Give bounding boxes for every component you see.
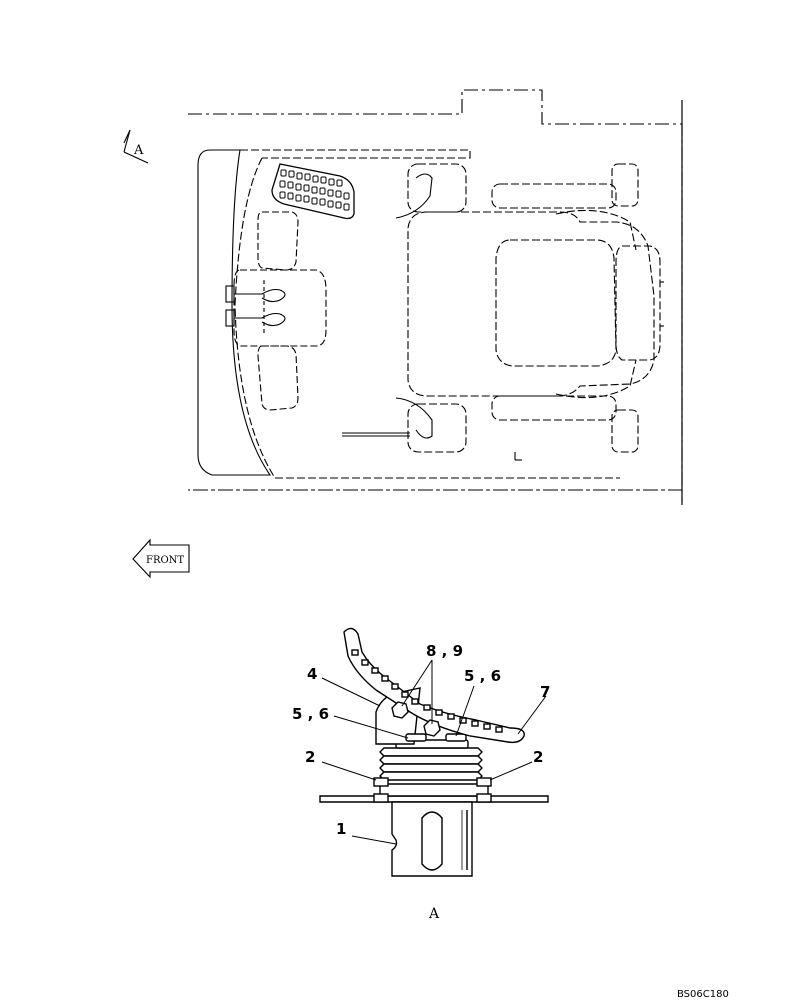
callout-2-right: 2 bbox=[533, 748, 543, 766]
floor-plate bbox=[319, 795, 549, 803]
cab-outline bbox=[188, 89, 683, 502]
view-a-letter: A bbox=[133, 143, 144, 158]
callout-2-left: 2 bbox=[305, 748, 315, 766]
view-a-marker bbox=[123, 129, 149, 164]
armrests bbox=[491, 163, 639, 453]
leader-lines bbox=[321, 659, 547, 845]
detail-view-a bbox=[319, 627, 549, 877]
travel-levers bbox=[233, 211, 327, 411]
floor-panel bbox=[197, 149, 272, 476]
mounting-bolts bbox=[373, 777, 492, 803]
hex-nuts bbox=[391, 701, 441, 737]
callout-5-6-right: 5 , 6 bbox=[464, 667, 501, 685]
rubber-boot bbox=[379, 739, 489, 797]
callout-5-6-left: 5 , 6 bbox=[292, 705, 329, 723]
control-levers bbox=[342, 163, 467, 453]
front-arrow-label: FRONT bbox=[146, 555, 184, 566]
pilot-valve-body bbox=[391, 801, 473, 877]
lever-grips bbox=[225, 280, 286, 336]
front-arrow bbox=[132, 538, 190, 579]
travel-pedal-top bbox=[271, 163, 355, 220]
callout-8-9: 8 , 9 bbox=[426, 642, 463, 660]
callout-1: 1 bbox=[336, 820, 346, 838]
pedal-treads bbox=[351, 649, 503, 733]
callout-7: 7 bbox=[540, 683, 550, 701]
operator-seat bbox=[407, 209, 664, 399]
cab-top-view bbox=[123, 89, 683, 505]
detail-caption: A bbox=[428, 906, 440, 922]
callout-4: 4 bbox=[307, 665, 317, 683]
pedal bbox=[343, 627, 525, 744]
drawing-code: BS06C180 bbox=[677, 989, 729, 1000]
